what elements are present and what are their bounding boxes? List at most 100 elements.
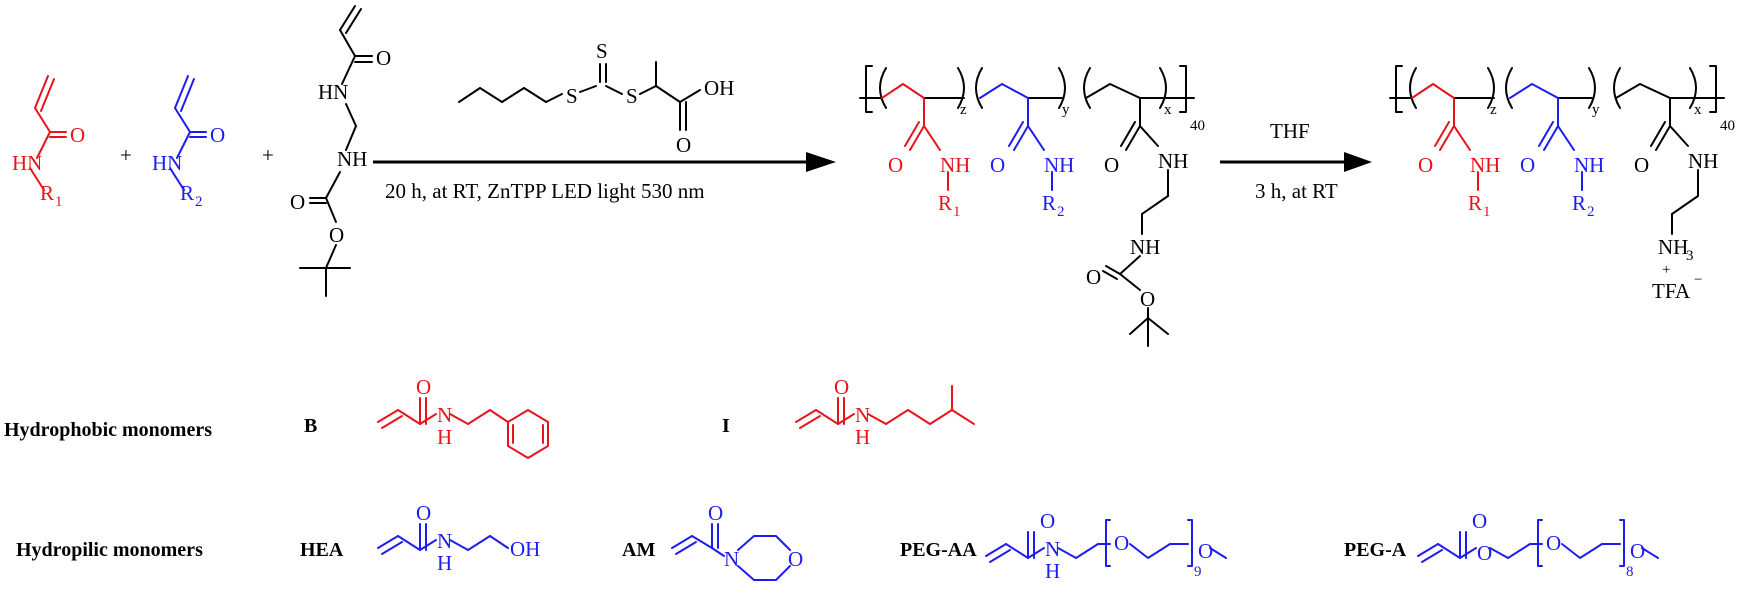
polymer2-counterion: TFA — [1652, 279, 1691, 303]
monomer-peg-a-ester-o: O — [1477, 541, 1492, 565]
monomer-peg-aa: PEG-AA O N H O 9 O — [900, 509, 1227, 583]
polymer1-carbamate-o: O — [1086, 265, 1101, 289]
monomer-i-n: N — [855, 403, 870, 427]
polymer2-sub-y: y — [1592, 102, 1600, 118]
monomer-am-label: AM — [622, 539, 655, 561]
monomer-peg-aa-repeat-o: O — [1114, 531, 1129, 555]
monomer-r2-r-sub: 2 — [195, 194, 203, 210]
monomer-r2-nh: HN — [152, 151, 182, 175]
polymer2-plus-charge: + — [1662, 262, 1670, 278]
polymer1-ester-o: O — [1140, 287, 1155, 311]
polymer2-sub-z: z — [1490, 102, 1497, 118]
crosslinker-carbamate-nh: NH — [337, 147, 367, 171]
polymer2-minus-charge: − — [1694, 272, 1702, 288]
monomer-i-h: H — [855, 425, 870, 449]
monomer-peg-a-repeat-o: O — [1546, 531, 1561, 555]
monomer-b-o: O — [416, 375, 431, 399]
cta-carbonyl-o: O — [676, 133, 691, 157]
monomer-b-h: H — [437, 425, 452, 449]
polymer2-black-nh: NH — [1688, 149, 1718, 173]
polymer1-sub-x: x — [1164, 102, 1172, 118]
polymer2-red-r-sub: 1 — [1483, 204, 1491, 220]
monomer-peg-aa-label: PEG-AA — [900, 539, 977, 561]
monomer-am-ring-o: O — [788, 547, 803, 571]
monomer-r1-carbonyl-o: O — [70, 123, 85, 147]
polymer1-sub-y: y — [1062, 102, 1070, 118]
hydrophobic-heading: Hydrophobic monomers — [4, 419, 212, 441]
crosslinker-amide-hn: HN — [318, 80, 348, 104]
polymer2-red-r: R — [1468, 191, 1482, 215]
polymer2-blue-r: R — [1572, 191, 1586, 215]
monomer-peg-a-end-o: O — [1630, 539, 1645, 563]
crosslinker-carbonyl-o: O — [376, 46, 391, 70]
polymer-deprotected: O NH R 1 O NH R 2 O NH NH 3 + TFA − z y … — [1389, 65, 1735, 303]
raft-agent: S S S OH O — [458, 39, 734, 157]
polymer1-black-o: O — [1104, 153, 1119, 177]
polymer1-sub-n: 40 — [1190, 118, 1205, 134]
monomer-hea: HEA O N H OH — [300, 501, 540, 575]
monomer-peg-a-o: O — [1472, 509, 1487, 533]
monomer-r2: O HN R 2 — [152, 75, 225, 210]
cta-hydroxyl: OH — [704, 76, 734, 100]
polymer2-red-o: O — [1418, 153, 1433, 177]
monomer-r1-r: R — [40, 181, 54, 205]
polymer1-black-nh: NH — [1158, 149, 1188, 173]
polymer-boc-protected: O NH R 1 O NH R 2 O NH NH O O z — [859, 65, 1205, 347]
monomer-r2-r: R — [180, 181, 194, 205]
arrow1-conditions: 20 h, at RT, ZnTPP LED light 530 nm — [385, 179, 705, 203]
plus-sign: + — [120, 143, 132, 167]
polymer2-red-nh: NH — [1470, 153, 1500, 177]
reaction-arrow-2: THF 3 h, at RT — [1220, 119, 1372, 203]
polymer1-blue-r: R — [1042, 191, 1056, 215]
polymer1-blue-o: O — [990, 153, 1005, 177]
plus-sign: + — [262, 143, 274, 167]
cta-sulfur-1: S — [566, 84, 578, 108]
cta-thione-s: S — [596, 39, 608, 63]
monomer-peg-aa-n: N — [1045, 537, 1060, 561]
monomer-i-label: I — [722, 415, 730, 437]
polymer2-black-o: O — [1634, 153, 1649, 177]
polymer2-ammonium: NH — [1658, 235, 1688, 259]
polymer1-red-o: O — [888, 153, 903, 177]
reaction-arrow-1: 20 h, at RT, ZnTPP LED light 530 nm — [373, 152, 836, 203]
arrow2-solvent: THF — [1270, 119, 1310, 143]
monomer-r1-nh: HN — [12, 151, 42, 175]
crosslinker-ester-o: O — [329, 223, 344, 247]
polymer2-sub-x: x — [1694, 102, 1702, 118]
monomer-b-n: N — [437, 403, 452, 427]
monomer-am-n: N — [724, 547, 739, 571]
polymer1-blue-nh: NH — [1044, 153, 1074, 177]
polymer2-sub-n: 40 — [1720, 118, 1735, 134]
polymer1-red-nh: NH — [940, 153, 970, 177]
monomer-peg-a-label: PEG-A — [1344, 539, 1407, 561]
arrow2-conditions: 3 h, at RT — [1255, 179, 1338, 203]
monomer-peg-aa-o: O — [1040, 509, 1055, 533]
monomer-r2-carbonyl-o: O — [210, 123, 225, 147]
monomer-peg-aa-repeat-n: 9 — [1194, 564, 1202, 580]
monomer-peg-aa-end-o: O — [1198, 539, 1213, 563]
crosslinker-carbamate-o: O — [290, 190, 305, 214]
polymer2-ammonium-sub: 3 — [1686, 248, 1694, 264]
polymer2-blue-r-sub: 2 — [1587, 204, 1595, 220]
monomer-hea-n: N — [437, 529, 452, 553]
monomer-peg-a-repeat-n: 8 — [1626, 564, 1634, 580]
polymer2-blue-o: O — [1520, 153, 1535, 177]
polymer2-blue-nh: NH — [1574, 153, 1604, 177]
monomer-am-o: O — [708, 501, 723, 525]
monomer-b: B O N H — [304, 375, 549, 459]
monomer-r1: O HN R 1 — [12, 75, 85, 210]
polymer1-red-r-sub: 1 — [953, 204, 961, 220]
polymer1-sub-z: z — [960, 102, 967, 118]
monomer-b-label: B — [304, 415, 317, 437]
hydrophilic-heading: Hydropilic monomers — [16, 539, 203, 561]
polymer1-red-r: R — [938, 191, 952, 215]
monomer-hea-label: HEA — [300, 539, 344, 561]
monomer-i-o: O — [834, 375, 849, 399]
polymer1-carbamate-nh: NH — [1130, 235, 1160, 259]
monomer-hea-h: H — [437, 551, 452, 575]
polymer1-blue-r-sub: 2 — [1057, 204, 1065, 220]
monomer-i: I O N H — [722, 375, 975, 449]
monomer-peg-aa-h: H — [1045, 559, 1060, 583]
boc-aminoethyl-acrylamide: O HN NH O O — [290, 5, 391, 297]
